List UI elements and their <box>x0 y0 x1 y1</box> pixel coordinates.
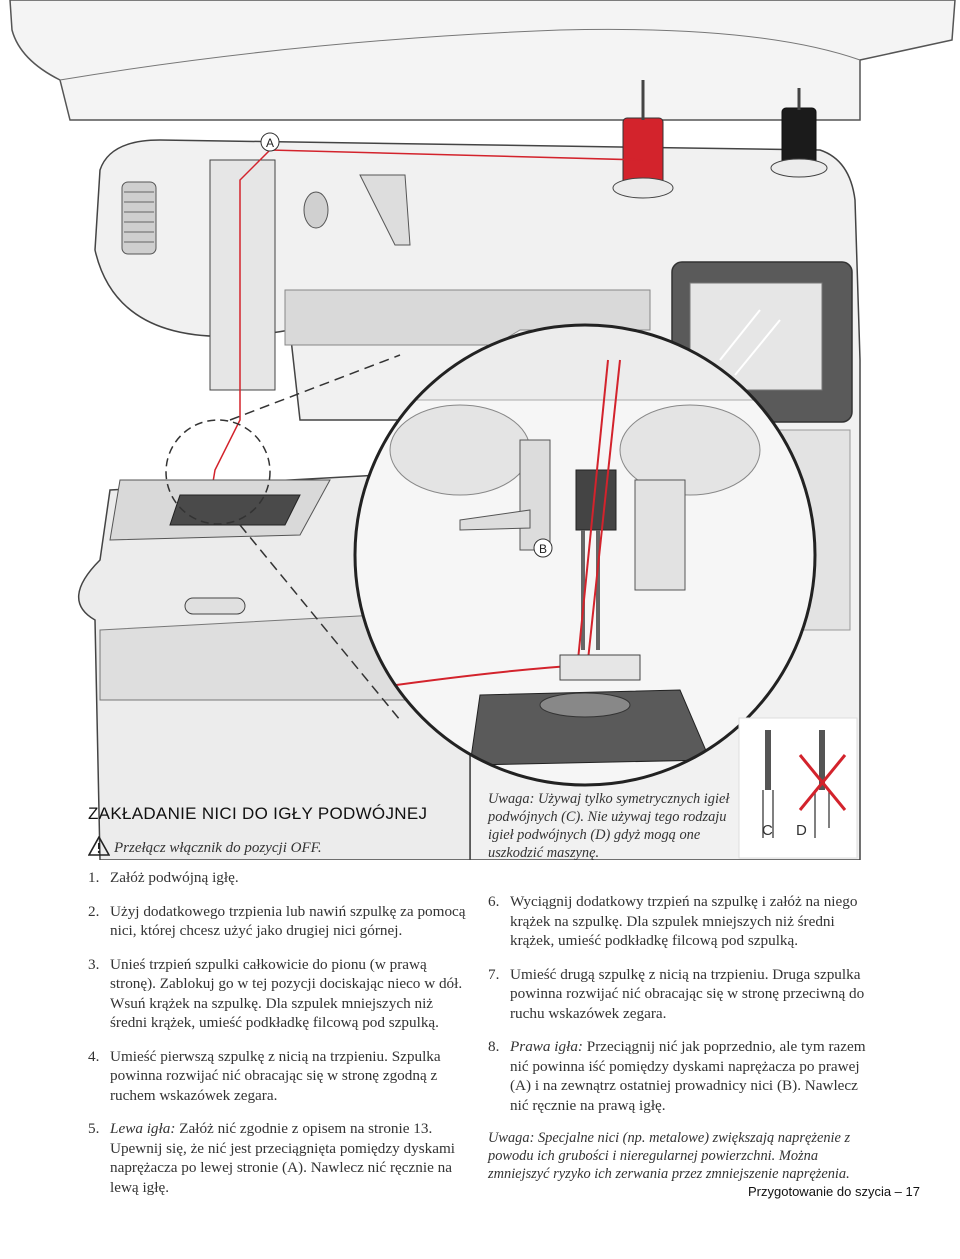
step-text: Umieść drugą szpulkę z nicią na trzpieni… <box>510 965 865 1022</box>
needle-label-c: C <box>762 822 773 839</box>
note-text: Używaj tylko symetrycznych igieł podwójn… <box>488 791 730 861</box>
note-top: Uwaga: Używaj tylko symetrycznych igieł … <box>488 790 733 862</box>
twin-needle-diagram <box>738 717 858 859</box>
step-6: 6. Wyciągnij dodatkowy trzpień na szpulkę… <box>488 892 878 951</box>
svg-text:B: B <box>539 542 547 556</box>
svg-text:A: A <box>266 136 274 150</box>
section-title: ZAKŁADANIE NICI DO IGŁY PODWÓJNEJ <box>88 804 428 823</box>
step-text: Umieść pierwszą szpulkę z nicią na trzpi… <box>110 1047 441 1104</box>
warning-line: Przełącz włącznik do pozycji OFF. <box>87 835 322 857</box>
note-label: Uwaga: <box>488 791 535 807</box>
step-number: 8. <box>488 1038 500 1055</box>
step-3: 3. Unieś trzpień szpulki całkowicie do pi… <box>88 955 468 1033</box>
step-4: 4. Umieść pierwszą szpulkę z nicią na trz… <box>88 1047 468 1106</box>
step-number: 4. <box>88 1047 100 1065</box>
step-5: 5. Lewa igła: Załóż nić zgodnie z opisem … <box>88 1119 468 1197</box>
step-number: 2. <box>88 902 100 920</box>
left-column: 1. Załóż podwójną igłę. 2. Użyj dodatkoweg… <box>88 868 468 1211</box>
step-text: Unieś trzpień szpulki całkowicie do pion… <box>110 955 463 1032</box>
step-1: 1. Załóż podwójną igłę. <box>88 868 468 888</box>
right-column: Uwaga: Używaj tylko symetrycznych igieł … <box>488 790 878 1183</box>
step-number: 5. <box>88 1120 100 1137</box>
step-label: Lewa igła: <box>110 1120 176 1137</box>
step-number: 3. <box>88 955 100 973</box>
step-label: Prawa igła: <box>510 1038 583 1055</box>
step-8: 8. Prawa igła: Przeciągnij nić jak poprze… <box>488 1037 878 1115</box>
step-2: 2. Użyj dodatkowego trzpienia lub nawiń s… <box>88 902 468 941</box>
step-text: Załóż podwójną igłę. <box>110 869 239 886</box>
note-text: Specjalne nici (np. metalowe) zwiększają… <box>488 1130 851 1182</box>
step-number: 7. <box>488 965 500 983</box>
note-bottom: Uwaga: Specjalne nici (np. metalowe) zwi… <box>488 1129 878 1183</box>
warning-text: Przełącz włącznik do pozycji OFF. <box>114 840 322 856</box>
warning-triangle-icon <box>87 835 111 856</box>
cross-mark <box>798 754 847 811</box>
note-label: Uwaga: <box>488 1130 535 1146</box>
step-text: Przeciągnij nić jak poprzednio, ale tym … <box>510 1038 866 1114</box>
step-text: Użyj dodatkowego trzpienia lub nawiń szp… <box>110 902 466 940</box>
step-text: Wyciągnij dodatkowy trzpień na szpulkę i… <box>510 893 858 949</box>
needle-label-d: D <box>796 822 807 839</box>
page-footer: Przygotowanie do szycia – 17 <box>748 1184 920 1199</box>
sewing-machine-illustration: A B <box>9 0 956 860</box>
step-number: 6. <box>488 893 500 910</box>
step-7: 7. Umieść drugą szpulkę z nicią na trzpie… <box>488 965 878 1024</box>
step-number: 1. <box>88 869 100 886</box>
step-text: Załóż nić zgodnie z opisem na stronie 13… <box>110 1120 455 1196</box>
